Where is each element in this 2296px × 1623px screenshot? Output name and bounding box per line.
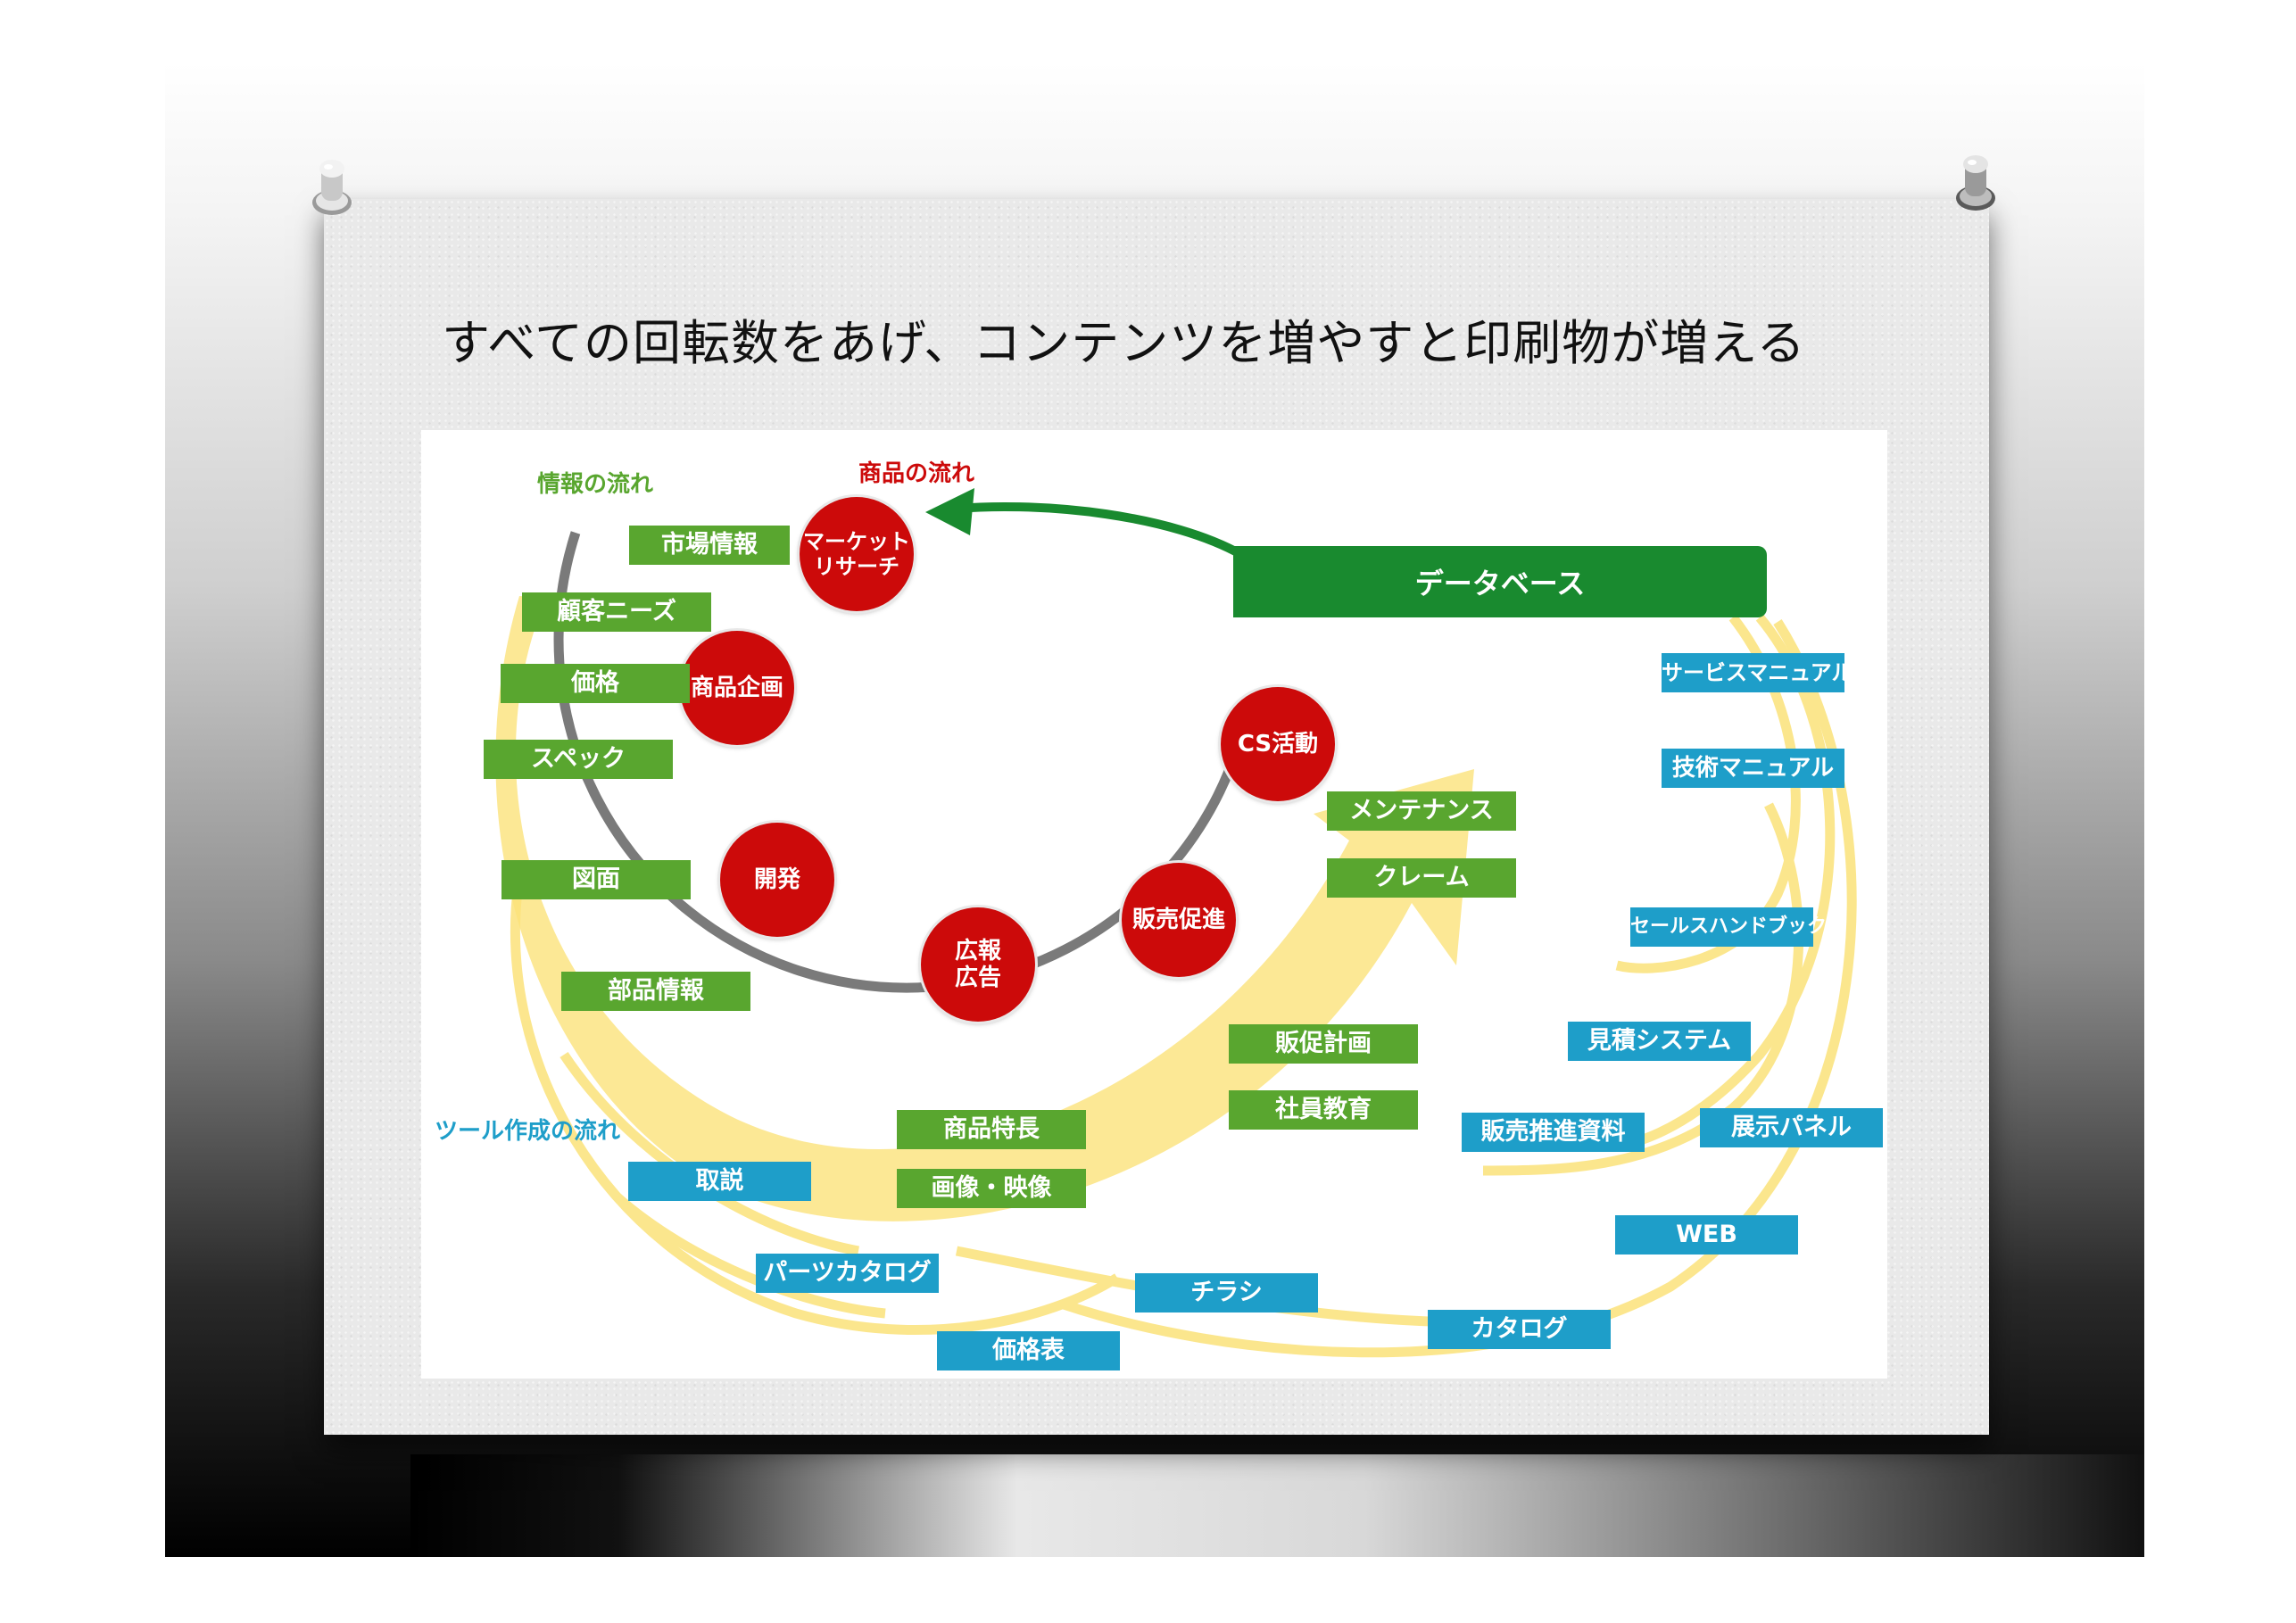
label-web: WEB xyxy=(1615,1215,1798,1255)
green-arrowhead xyxy=(925,488,974,535)
cycle-sales-promotion: 販売促進 xyxy=(1122,863,1236,977)
label-product-features: 商品特長 xyxy=(897,1110,1086,1149)
label-claim: クレーム xyxy=(1327,858,1516,898)
label-tech-manual: 技術マニュアル xyxy=(1662,749,1844,788)
label-spec: スペック xyxy=(484,740,673,779)
backdrop-shadow-band xyxy=(410,1454,2144,1557)
cycle-product-planning: 商品企画 xyxy=(680,631,794,745)
label-drawing: 図面 xyxy=(501,860,691,899)
cycle-advertising: 広報 広告 xyxy=(921,907,1035,1022)
label-promo-plan: 販促計画 xyxy=(1229,1024,1418,1064)
label-price-list: 価格表 xyxy=(937,1331,1120,1370)
database-box: データベース xyxy=(1233,546,1767,617)
heading-product-flow: 商品の流れ xyxy=(858,460,975,487)
label-market-info: 市場情報 xyxy=(629,526,790,565)
slide-title: すべての回転数をあげ、コンテンツを増やすと印刷物が増える xyxy=(442,315,1806,371)
label-staff-training: 社員教育 xyxy=(1229,1090,1418,1130)
cycle-development: 開発 xyxy=(720,823,834,937)
green-database-arrow xyxy=(956,501,1245,559)
label-catalog: カタログ xyxy=(1428,1310,1611,1349)
label-parts-info: 部品情報 xyxy=(561,972,750,1011)
label-display-panel: 展示パネル xyxy=(1700,1108,1883,1147)
flow-arrows-layer xyxy=(495,488,1857,1358)
cycle-market-research: マーケット リサーチ xyxy=(800,497,914,611)
label-customer-needs: 顧客ニーズ xyxy=(522,592,711,632)
heading-tool-flow: ツール作成の流れ xyxy=(435,1118,621,1145)
label-sales-handbook: セールスハンドブック xyxy=(1630,907,1827,947)
pushpin-left-icon xyxy=(312,160,352,215)
label-sales-material: 販売推進資料 xyxy=(1462,1113,1645,1152)
label-parts-catalog: パーツカタログ xyxy=(756,1254,939,1293)
yellow-flow-arrow xyxy=(495,596,1474,1221)
heading-info-flow: 情報の流れ xyxy=(537,471,654,498)
label-service-manual: サービスマニュアル xyxy=(1662,653,1853,692)
label-price: 価格 xyxy=(501,664,690,703)
label-flyer: チラシ xyxy=(1135,1273,1318,1312)
pushpin-right-icon xyxy=(1956,155,1995,211)
label-maintenance: メンテナンス xyxy=(1327,791,1516,831)
label-translation: 取説 xyxy=(628,1162,811,1201)
yellow-tool-lines xyxy=(510,614,1857,1358)
cycle-cs-activity: CS活動 xyxy=(1221,687,1335,801)
label-estimate-system: 見積システム xyxy=(1568,1022,1751,1061)
label-images-video: 画像・映像 xyxy=(897,1169,1086,1208)
diagram-canvas: 情報の流れ 商品の流れ ツール作成の流れ データベース マーケット リサーチ 商… xyxy=(421,430,1887,1379)
